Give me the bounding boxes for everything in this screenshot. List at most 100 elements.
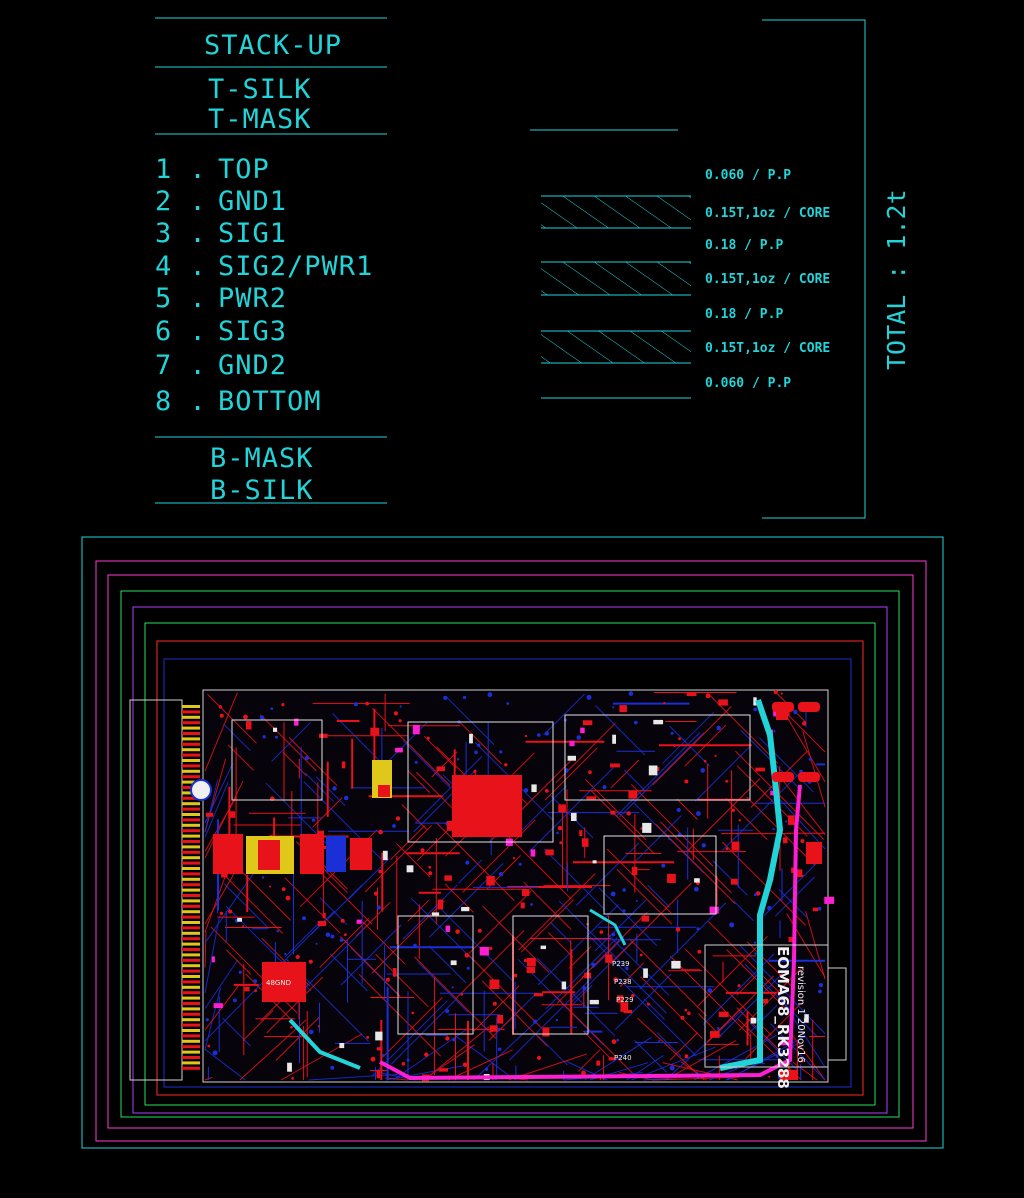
via	[611, 932, 616, 937]
via	[780, 692, 783, 695]
via	[451, 986, 454, 989]
diagonal-trace	[460, 722, 503, 765]
diagonal-trace	[615, 732, 701, 817]
diagonal-trace	[550, 990, 638, 1078]
diagonal-trace	[518, 785, 567, 834]
smd-pad	[439, 1068, 448, 1072]
via	[557, 825, 563, 831]
diagonal-trace	[528, 763, 618, 853]
usb-connector-pads	[772, 702, 822, 1080]
diagonal-trace	[647, 884, 671, 908]
smd-pad	[444, 875, 452, 881]
smd-pad	[656, 767, 660, 771]
diagonal-trace	[436, 904, 514, 982]
diagonal-trace	[639, 902, 727, 990]
via	[395, 816, 401, 821]
via	[452, 1038, 456, 1042]
via	[673, 744, 676, 748]
ref-p238: P238	[614, 978, 632, 986]
via	[428, 865, 432, 869]
edge-finger	[182, 721, 200, 725]
stackup-cross-section: 0.060 / P.P 0.15T,1oz / CORE 0.18 / P.P …	[530, 129, 830, 399]
via	[635, 900, 638, 902]
via	[456, 758, 460, 761]
smd-pad	[461, 907, 470, 912]
diagonal-trace	[543, 693, 585, 736]
diagonal-trace	[763, 861, 819, 917]
edge-finger	[182, 705, 200, 708]
via	[767, 905, 772, 911]
edge-finger	[182, 845, 200, 849]
smd-pad	[412, 725, 420, 735]
smd-pad	[392, 968, 397, 977]
via	[684, 779, 689, 784]
via	[308, 1029, 314, 1035]
via	[576, 735, 581, 740]
smd-pad	[445, 925, 451, 932]
smd-pad	[211, 956, 215, 963]
dielectric-7-label: 0.060 / P.P	[705, 376, 791, 391]
smd-pad	[486, 876, 495, 886]
diagonal-trace	[634, 1040, 668, 1073]
via	[330, 934, 335, 939]
diagonal-trace	[732, 900, 754, 922]
diagonal-trace	[207, 694, 257, 744]
edge-finger	[182, 867, 200, 870]
edge-finger	[182, 980, 200, 984]
smd-pad	[317, 921, 327, 927]
via	[460, 993, 464, 996]
diagonal-trace	[660, 821, 732, 894]
smd-pad	[617, 995, 624, 1003]
edge-finger	[182, 856, 200, 860]
diagonal-trace	[462, 819, 536, 893]
edge-finger	[182, 732, 200, 735]
via	[398, 719, 402, 723]
smd-pad	[779, 1041, 790, 1046]
diagonal-trace	[390, 998, 457, 1065]
edge-finger	[182, 1045, 200, 1049]
via	[420, 848, 425, 853]
edge-finger	[182, 807, 200, 811]
edge-finger	[182, 764, 200, 768]
via	[544, 731, 550, 736]
smd-pad	[469, 733, 473, 744]
diagonal-trace	[686, 778, 761, 852]
diagonal-trace	[386, 1065, 464, 1081]
diagonal-trace	[204, 959, 239, 1009]
edge-finger	[182, 877, 200, 881]
smd-pad	[526, 966, 536, 974]
diagonal-trace	[545, 937, 618, 1009]
edge-finger	[182, 872, 200, 876]
smd-pad	[479, 946, 489, 956]
edge-finger	[182, 904, 200, 908]
edge-finger	[182, 1056, 200, 1059]
edge-finger	[182, 1023, 200, 1027]
diagonal-trace	[303, 929, 364, 990]
via	[406, 1058, 410, 1062]
smd-pad	[569, 740, 575, 747]
diagonal-trace	[282, 751, 307, 777]
smd-pad	[520, 902, 525, 909]
diagonal-trace	[284, 877, 341, 934]
via	[308, 959, 313, 964]
via	[523, 958, 528, 963]
smd-pad	[213, 1003, 223, 1009]
diagonal-trace	[655, 823, 736, 905]
via	[533, 1019, 538, 1024]
diagonal-trace	[607, 933, 670, 996]
via	[464, 952, 470, 958]
via	[639, 953, 643, 957]
via	[556, 831, 559, 835]
edge-finger	[182, 1039, 200, 1043]
diagonal-trace	[708, 921, 782, 995]
diagonal-trace	[204, 872, 235, 925]
edge-finger	[182, 775, 200, 779]
layer-5-number: 5 .	[155, 283, 207, 314]
diagonal-trace	[623, 769, 646, 791]
board-name-silk: EOMA68_RK3288	[774, 946, 792, 1089]
via	[700, 768, 706, 773]
edge-finger	[182, 818, 200, 822]
via	[775, 1054, 779, 1058]
diagonal-trace	[555, 722, 616, 784]
diagonal-trace	[458, 859, 483, 884]
